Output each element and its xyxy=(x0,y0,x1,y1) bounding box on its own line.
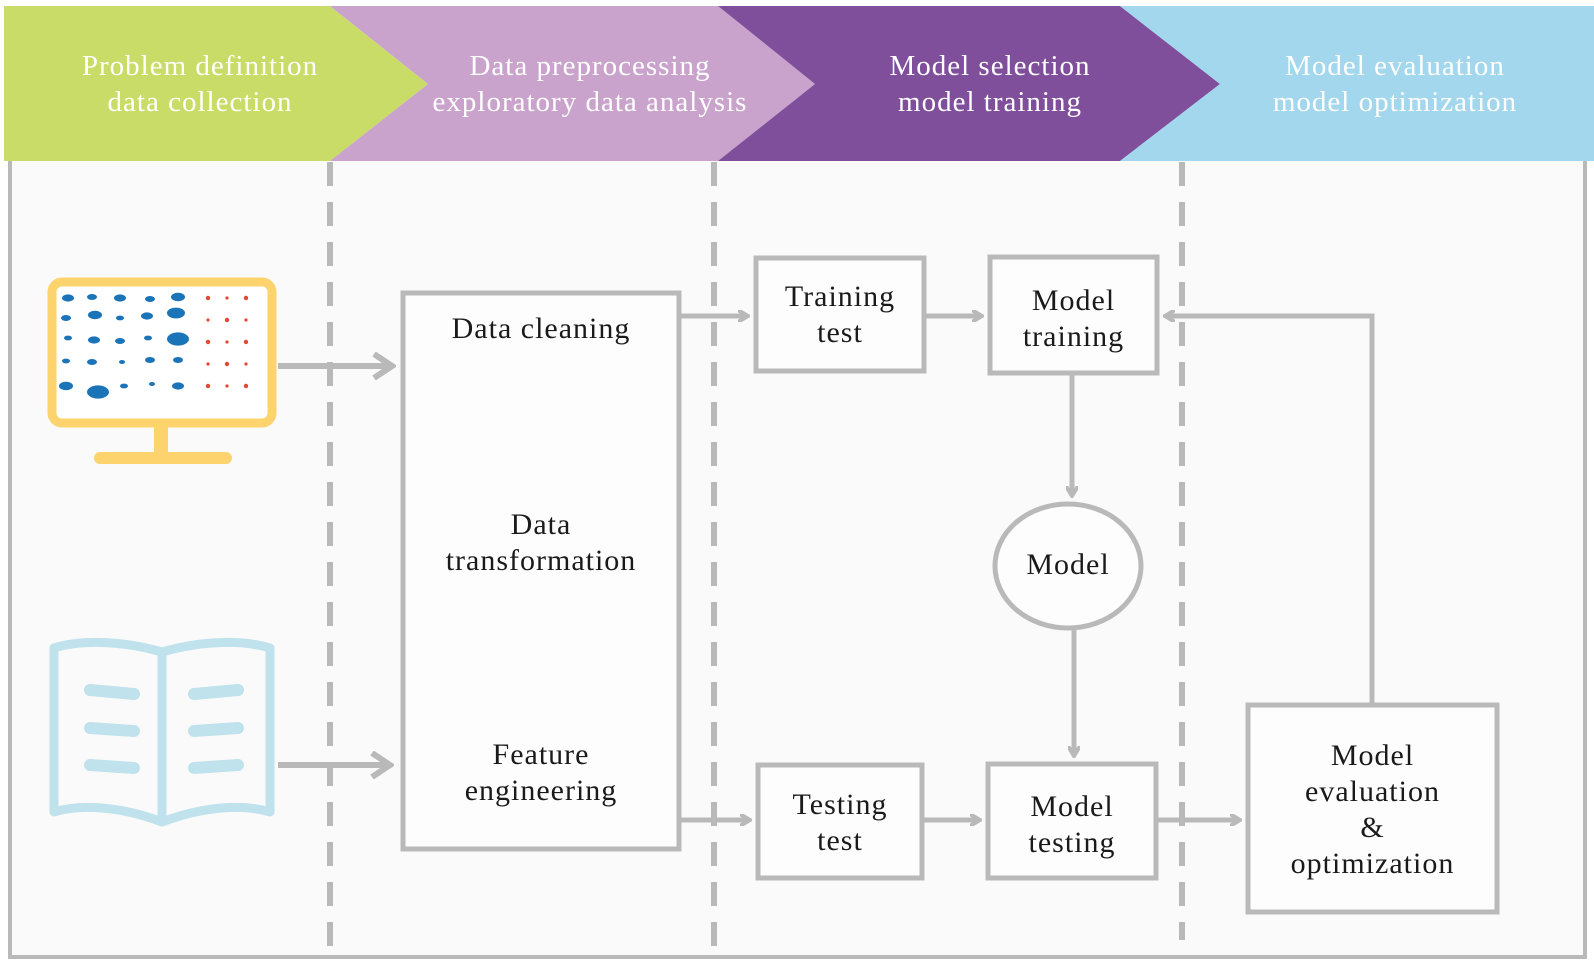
data-cleaning-text: Data cleaning xyxy=(451,312,631,345)
phase-banner-data-preprocessing xyxy=(330,6,815,161)
feature-engineering-label: Feature engineering xyxy=(405,737,677,809)
training-set-line: Training xyxy=(784,280,896,313)
chart-blob xyxy=(87,385,109,399)
chart-blob xyxy=(119,360,125,364)
training-set-label: Training test xyxy=(758,279,922,351)
phase-label-line: Model selection xyxy=(889,50,1091,82)
evaluation-label: Model evaluation & optimization xyxy=(1250,738,1495,882)
chart-dot xyxy=(244,362,248,366)
chart-blob xyxy=(64,335,72,341)
chart-blob xyxy=(145,357,155,363)
evaluation-line: & xyxy=(1360,811,1385,844)
phase-label-line: Model evaluation xyxy=(1285,50,1505,82)
phase-label-data-preprocessing: Data preprocessing exploratory data anal… xyxy=(395,48,785,120)
chart-blob xyxy=(61,315,71,321)
chart-blob xyxy=(171,292,185,302)
chart-dot xyxy=(244,318,248,322)
chart-blob xyxy=(62,294,74,302)
chart-blob xyxy=(145,296,155,302)
evaluation-line: evaluation xyxy=(1305,775,1440,808)
testing-set-line: test xyxy=(817,824,863,857)
chart-blob xyxy=(173,357,183,363)
testing-set-box xyxy=(755,762,925,881)
model-training-label: Model training xyxy=(992,283,1155,355)
chart-blob xyxy=(167,332,189,346)
model-testing-label: Model testing xyxy=(990,789,1154,861)
chart-blob xyxy=(120,383,128,389)
chart-blob xyxy=(114,294,126,302)
evaluation-line: optimization xyxy=(1290,847,1455,880)
phase-banner-model-selection xyxy=(718,6,1220,161)
data-transformation-label: Data transformation xyxy=(405,507,677,579)
chart-dot xyxy=(243,339,249,345)
training-set-line: test xyxy=(817,316,863,349)
feature-engineering-line: Feature xyxy=(492,738,590,771)
chart-dot xyxy=(205,339,211,345)
phase-label-line: model training xyxy=(898,86,1082,118)
chart-dot xyxy=(225,340,229,344)
model-training-line: Model xyxy=(1031,284,1116,317)
preprocessing-box xyxy=(400,290,682,852)
testing-set-label: Testing test xyxy=(760,787,920,859)
chart-dot xyxy=(205,295,211,301)
chart-blob xyxy=(167,307,185,319)
phase-label-line: exploratory data analysis xyxy=(432,86,748,118)
model-node xyxy=(992,501,1144,631)
chart-dot xyxy=(224,361,230,367)
chart-blob xyxy=(87,359,97,365)
phase-label-line: model optimization xyxy=(1272,86,1518,118)
open-book-icon xyxy=(49,637,275,827)
chart-blob xyxy=(115,338,125,344)
evaluation-line: Model xyxy=(1330,739,1415,772)
phase-label-line: Problem definition xyxy=(81,50,319,82)
chart-dot xyxy=(224,317,230,323)
chart-dot xyxy=(243,383,249,389)
evaluation-box xyxy=(1245,702,1500,915)
monitor-chart-icon xyxy=(47,277,277,464)
chart-blob xyxy=(149,382,155,386)
model-text: Model xyxy=(1026,548,1110,581)
chart-dot xyxy=(225,296,229,300)
training-set-box xyxy=(753,255,927,374)
chart-dot xyxy=(243,295,249,301)
arrow-evaluation-feedback-to-training xyxy=(1166,316,1375,703)
phase-banner-problem-definition xyxy=(4,6,428,161)
model-label: Model xyxy=(995,547,1141,583)
model-testing-box xyxy=(985,761,1159,881)
testing-set-line: Testing xyxy=(792,788,888,821)
model-training-box xyxy=(987,254,1160,376)
chart-blob xyxy=(59,381,73,391)
chart-dot xyxy=(206,362,210,366)
phase-label-line: Data preprocessing xyxy=(469,50,711,82)
chart-dot xyxy=(206,318,210,322)
chart-blob xyxy=(88,336,100,344)
phase-banner-model-evaluation xyxy=(1120,6,1594,161)
chart-blob xyxy=(172,382,184,390)
data-transformation-line: Data xyxy=(510,508,572,541)
chart-blob xyxy=(88,310,102,320)
monitor-scatter-chart xyxy=(59,292,249,399)
chart-dot xyxy=(225,384,229,388)
data-cleaning-label: Data cleaning xyxy=(405,311,677,347)
model-testing-line: Model xyxy=(1030,790,1114,823)
phase-label-problem-definition: Problem definition data collection xyxy=(40,48,360,120)
chart-blob xyxy=(116,315,124,321)
chart-blob xyxy=(87,294,97,300)
model-training-line: training xyxy=(1022,320,1125,353)
feature-engineering-line: engineering xyxy=(464,774,618,807)
phase-label-line: data collection xyxy=(107,86,293,118)
phase-label-model-selection: Model selection model training xyxy=(830,48,1150,120)
chart-blob xyxy=(141,312,153,320)
model-testing-line: testing xyxy=(1028,826,1116,859)
data-transformation-line: transformation xyxy=(445,544,637,577)
chart-blob xyxy=(62,358,70,364)
chart-blob xyxy=(144,335,152,341)
phase-label-model-evaluation: Model evaluation model optimization xyxy=(1225,48,1565,120)
chart-dot xyxy=(205,383,211,389)
